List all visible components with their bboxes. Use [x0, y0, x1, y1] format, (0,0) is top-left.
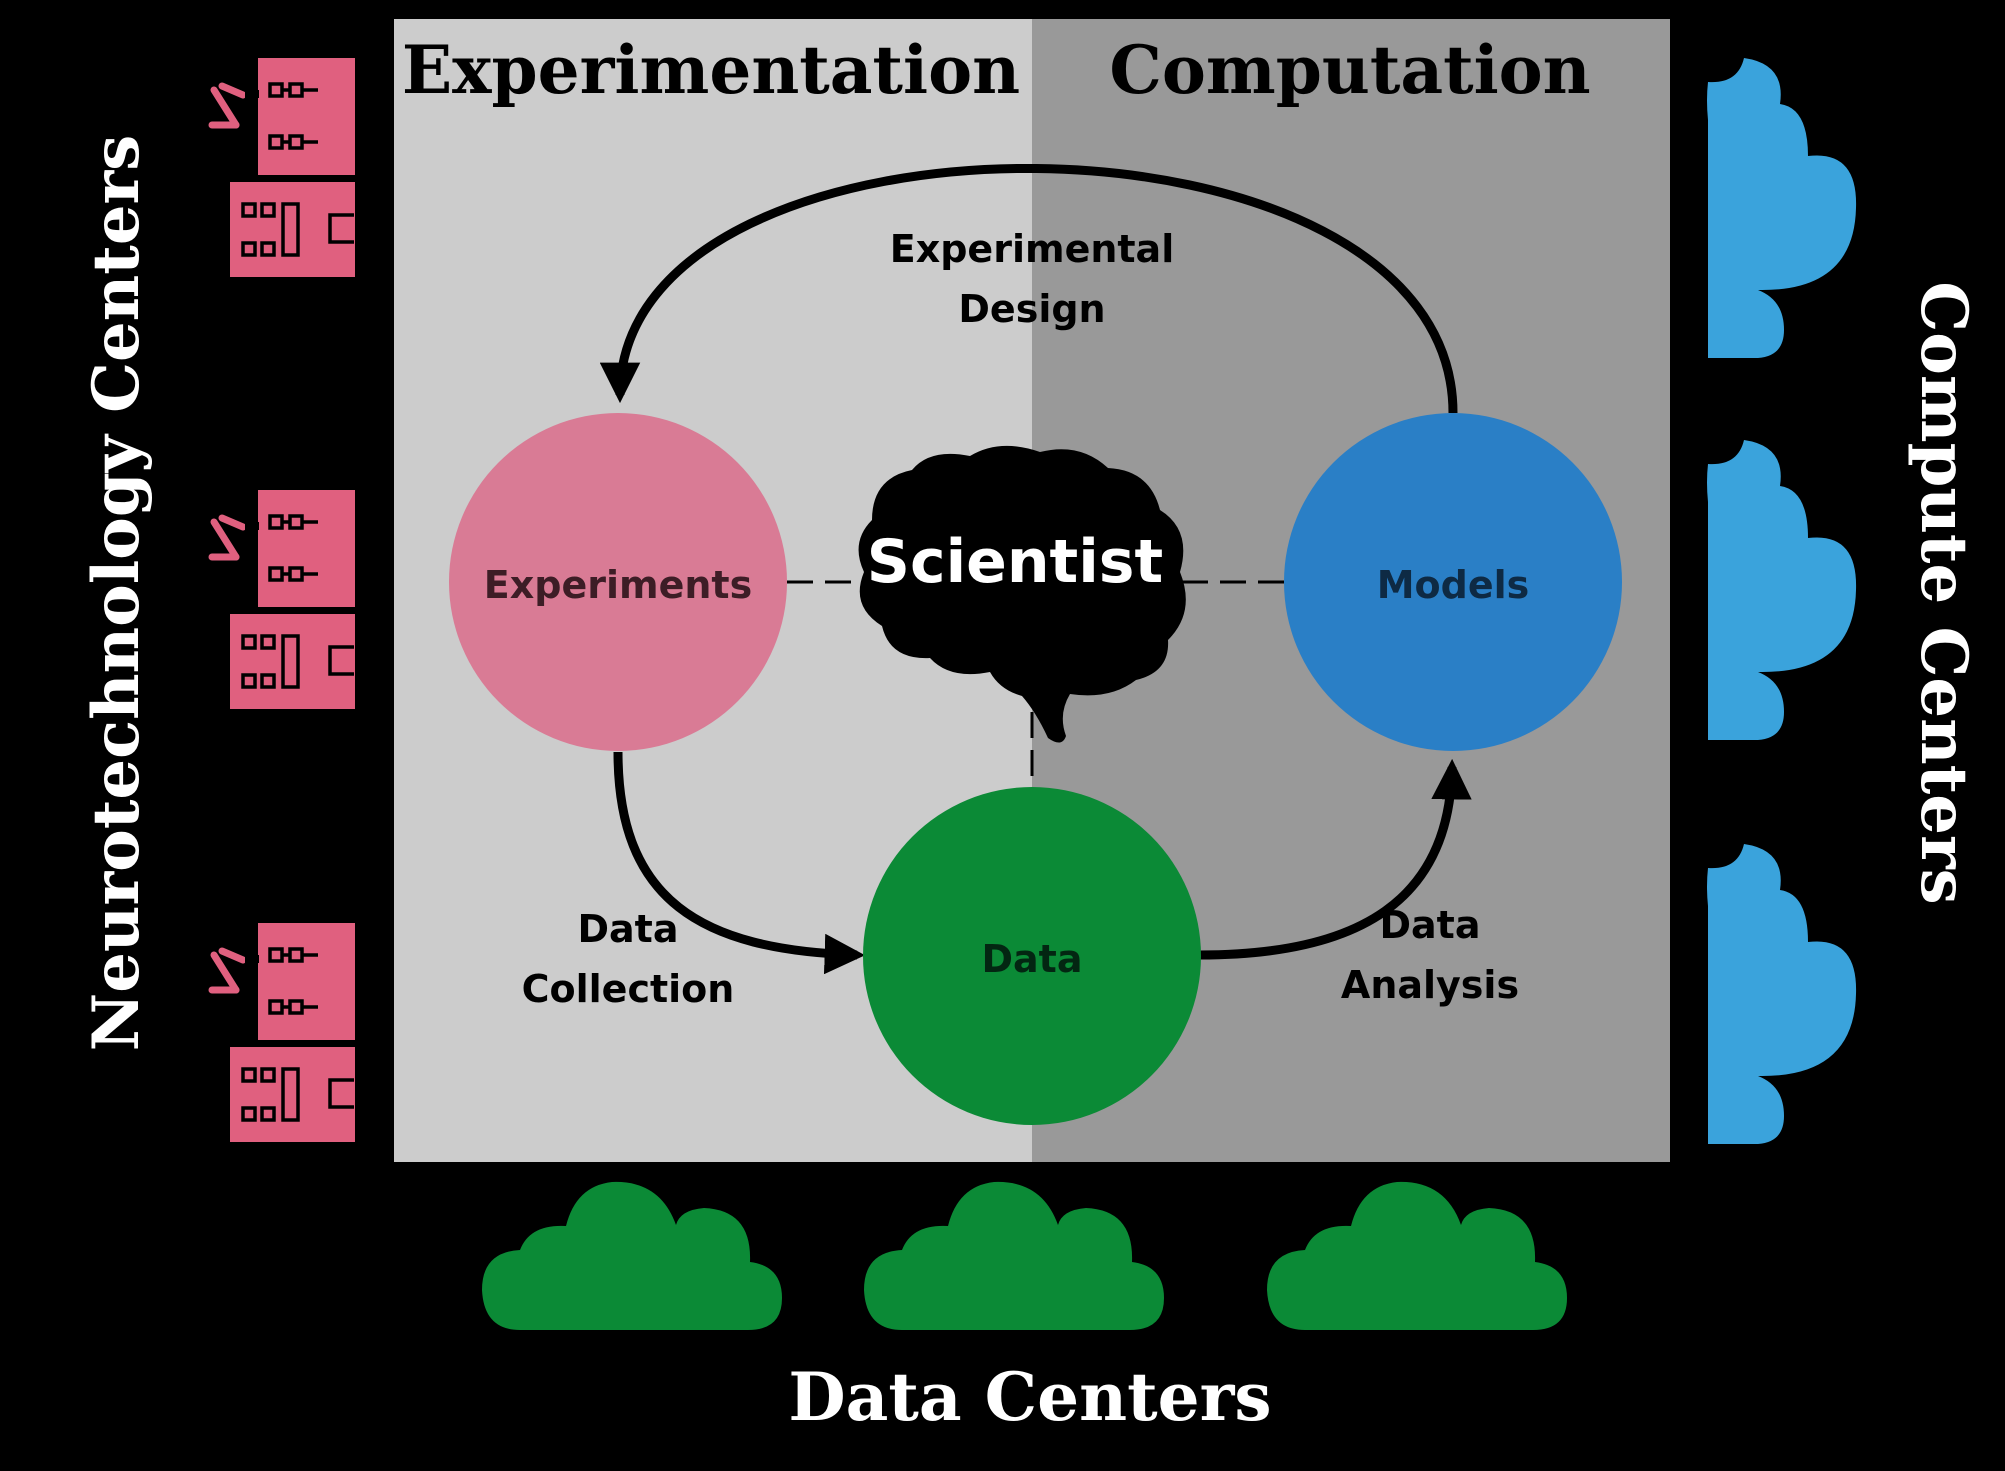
data-collection-label-line2: Collection: [522, 967, 735, 1011]
data-analysis-arrow: [1199, 758, 1472, 960]
experimental-design-label-line2: Design: [958, 287, 1105, 331]
experimentation-heading: Experimentation: [402, 31, 1020, 109]
data-analysis-label-line2: Analysis: [1341, 963, 1519, 1007]
computation-heading: Computation: [1109, 31, 1590, 109]
experiments-label: Experiments: [484, 563, 752, 607]
data-collection-label-line1: Data: [578, 907, 679, 951]
compute-centers-label: Compute Centers: [1906, 281, 1981, 904]
experiments-node: [449, 413, 787, 751]
experimental-design-label-line1: Experimental: [890, 227, 1174, 271]
scientist-label: Scientist: [867, 527, 1163, 597]
models-label: Models: [1377, 563, 1530, 607]
brain-icon: [858, 445, 1186, 743]
experimental-design-arrow: [599, 163, 1458, 414]
data-centers-label: Data Centers: [788, 1358, 1271, 1436]
models-node: [1284, 413, 1622, 751]
scientist-connectors: [787, 580, 1285, 790]
data-collection-arrow: [613, 751, 866, 975]
data-analysis-label-line1: Data: [1380, 903, 1481, 947]
data-label: Data: [982, 937, 1083, 981]
neurotechnology-centers-label: Neurotechnology Centers: [79, 135, 154, 1052]
data-node: [863, 787, 1201, 1125]
